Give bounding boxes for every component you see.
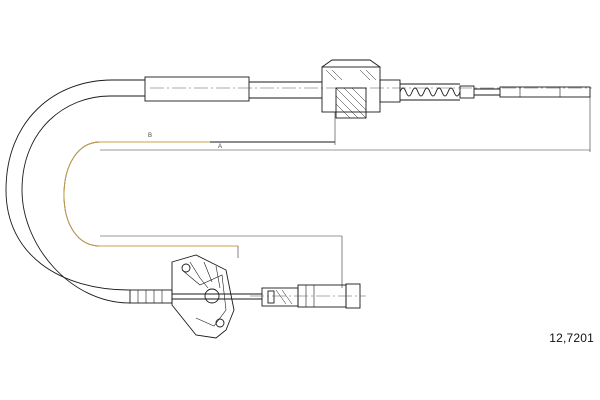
dimension-a: A — [100, 97, 591, 152]
inner-loop — [63, 141, 335, 247]
part-number: 12,7201 — [549, 331, 594, 345]
top-wire-end — [474, 86, 591, 98]
lower-dimensions — [100, 235, 343, 288]
bottom-end-fitting — [250, 283, 366, 309]
bottom-sleeve — [129, 289, 173, 304]
top-boot — [144, 76, 250, 102]
dimension-b-label: B — [148, 133, 152, 139]
top-adjuster-housing — [321, 59, 401, 119]
outer-sheath — [5, 79, 145, 304]
top-spring — [399, 83, 475, 101]
dimension-b: B — [148, 112, 336, 145]
dimension-a-label: A — [218, 144, 222, 150]
mounting-bracket — [171, 254, 235, 339]
bottom-wire — [172, 293, 262, 300]
